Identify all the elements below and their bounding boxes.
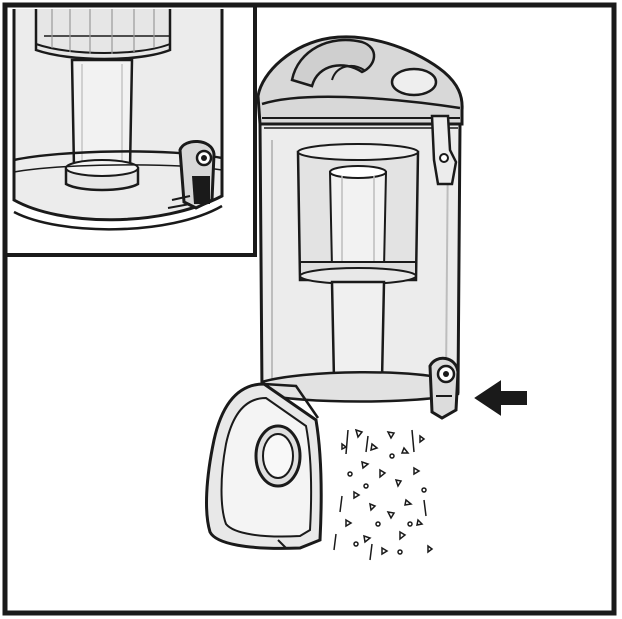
central-tube (330, 280, 386, 387)
bin-lid (256, 35, 464, 126)
debris-streaks (333, 429, 427, 561)
left-arrow-icon (474, 380, 527, 416)
dirt-particles-icon (341, 428, 434, 556)
dust-bin-main (205, 35, 527, 561)
inset-detail (5, 5, 257, 257)
latch-icon (428, 356, 460, 420)
upper-side-latch (430, 114, 458, 186)
inner-filter (296, 143, 420, 285)
bin-bottom-door (205, 382, 323, 550)
